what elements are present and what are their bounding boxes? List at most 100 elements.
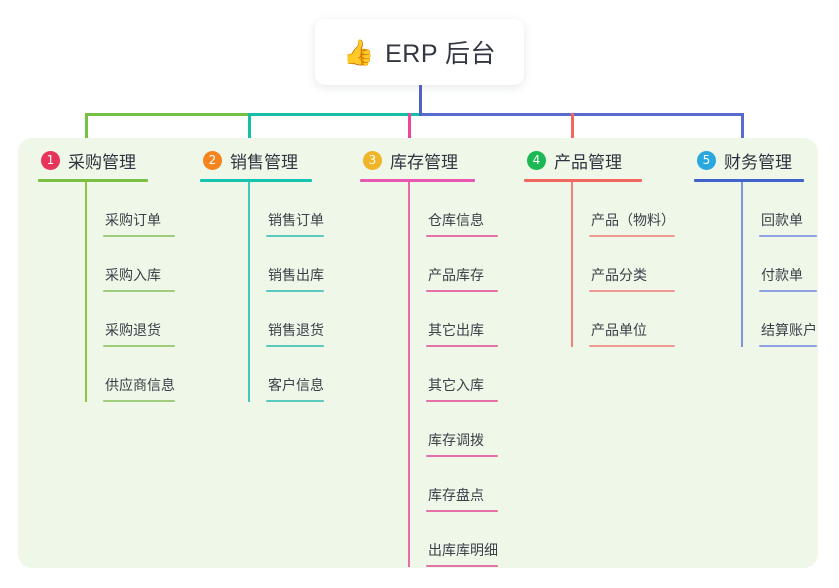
branch-label: 销售管理: [230, 152, 298, 172]
leaf-item[interactable]: 结算账户: [694, 292, 817, 347]
leaf-item-label: 库存调拨: [428, 432, 484, 448]
leaf-item-label: 销售退货: [268, 322, 324, 338]
leaf-item-label: 仓库信息: [428, 212, 484, 228]
leaf-item[interactable]: 产品分类: [524, 237, 675, 292]
branch-number-badge: 3: [363, 150, 382, 170]
leaf-underline: [426, 510, 498, 512]
leaf-item-label: 采购退货: [105, 322, 161, 338]
leaf-item-label: 采购入库: [105, 267, 161, 283]
root-stem: [419, 85, 422, 116]
branch-underline: [694, 179, 804, 182]
branch-underline: [200, 179, 312, 182]
leaf-underline: [426, 400, 498, 402]
leaf-underline: [589, 290, 675, 292]
leaf-item[interactable]: 产品库存: [360, 237, 498, 292]
leaf-underline: [426, 455, 498, 457]
leaf-underline: [759, 290, 817, 292]
leaf-underline: [266, 400, 324, 402]
branch-drop-2: [248, 113, 251, 152]
leaf-item-label: 付款单: [761, 267, 803, 283]
leaf-underline: [426, 345, 498, 347]
branch-label: 库存管理: [390, 152, 458, 172]
leaf-item-label: 产品（物料）: [591, 212, 675, 228]
leaf-item-label: 销售订单: [268, 212, 324, 228]
leaf-spine: [85, 182, 87, 402]
branch-drop-4: [571, 113, 574, 152]
leaf-item[interactable]: 产品（物料）: [524, 182, 675, 237]
thumbs-up-icon: 👍: [342, 37, 375, 67]
leaf-item-label: 产品库存: [428, 267, 484, 283]
branch-underline: [38, 179, 148, 182]
branches-panel: [18, 138, 818, 568]
branch-underline: [524, 179, 642, 182]
leaf-item-label: 其它入库: [428, 377, 484, 393]
leaf-underline: [426, 235, 498, 237]
branch-leaf-list: 销售订单销售出库销售退货客户信息: [200, 182, 324, 402]
branch-leaf-list: 采购订单采购入库采购退货供应商信息: [38, 182, 175, 402]
branch-leaf-list: 仓库信息产品库存其它出库其它入库库存调拨库存盘点出库库明细: [360, 182, 498, 567]
branch-header-3[interactable]: 3 库存管理: [360, 147, 498, 173]
leaf-item-label: 产品单位: [591, 322, 647, 338]
leaf-item[interactable]: 销售退货: [200, 292, 324, 347]
bus-segment-1: [85, 113, 248, 116]
leaf-item[interactable]: 销售订单: [200, 182, 324, 237]
leaf-item-label: 结算账户: [761, 322, 817, 338]
leaf-spine: [571, 182, 573, 347]
leaf-item[interactable]: 采购订单: [38, 182, 175, 237]
leaf-item[interactable]: 销售出库: [200, 237, 324, 292]
branch-drop-1: [85, 113, 88, 152]
leaf-item[interactable]: 采购入库: [38, 237, 175, 292]
bus-segment-3: [419, 113, 744, 116]
leaf-item[interactable]: 其它入库: [360, 347, 498, 402]
leaf-underline: [759, 345, 817, 347]
branch-underline: [360, 179, 475, 182]
leaf-item[interactable]: 产品单位: [524, 292, 675, 347]
leaf-underline: [266, 345, 324, 347]
leaf-underline: [103, 290, 175, 292]
branch-label: 采购管理: [68, 152, 136, 172]
leaf-item[interactable]: 付款单: [694, 237, 817, 292]
leaf-item-label: 客户信息: [268, 377, 324, 393]
branch-label: 产品管理: [554, 152, 622, 172]
leaf-item[interactable]: 回款单: [694, 182, 817, 237]
branch-label: 财务管理: [724, 152, 792, 172]
leaf-underline: [103, 235, 175, 237]
branch-column-3: 3 库存管理仓库信息产品库存其它出库其它入库库存调拨库存盘点出库库明细: [360, 147, 498, 567]
leaf-item[interactable]: 仓库信息: [360, 182, 498, 237]
branch-number-badge: 2: [203, 150, 222, 170]
branch-header-1[interactable]: 1 采购管理: [38, 147, 175, 173]
leaf-item[interactable]: 库存调拨: [360, 402, 498, 457]
leaf-item[interactable]: 其它出库: [360, 292, 498, 347]
leaf-underline: [103, 345, 175, 347]
leaf-underline: [266, 290, 324, 292]
branch-header-2[interactable]: 2 销售管理: [200, 147, 324, 173]
leaf-underline: [589, 345, 675, 347]
leaf-item[interactable]: 出库库明细: [360, 512, 498, 567]
leaf-item-label: 采购订单: [105, 212, 161, 228]
leaf-underline: [266, 235, 324, 237]
branch-column-2: 2 销售管理销售订单销售出库销售退货客户信息: [200, 147, 324, 402]
branch-number-badge: 1: [41, 150, 60, 170]
leaf-item[interactable]: 采购退货: [38, 292, 175, 347]
leaf-item-label: 回款单: [761, 212, 803, 228]
leaf-underline: [103, 400, 175, 402]
leaf-item-label: 库存盘点: [428, 487, 484, 503]
leaf-underline: [759, 235, 817, 237]
leaf-underline: [426, 290, 498, 292]
leaf-item-label: 供应商信息: [105, 377, 175, 393]
leaf-item[interactable]: 供应商信息: [38, 347, 175, 402]
root-node-title: ERP 后台: [385, 40, 497, 68]
bus-segment-2: [248, 113, 419, 116]
leaf-item[interactable]: 库存盘点: [360, 457, 498, 512]
leaf-spine: [741, 182, 743, 347]
leaf-item[interactable]: 客户信息: [200, 347, 324, 402]
leaf-item-label: 出库库明细: [428, 542, 498, 558]
leaf-item-label: 销售出库: [268, 267, 324, 283]
root-node[interactable]: 👍 ERP 后台: [315, 19, 524, 85]
branch-leaf-list: 回款单付款单结算账户: [694, 182, 817, 347]
